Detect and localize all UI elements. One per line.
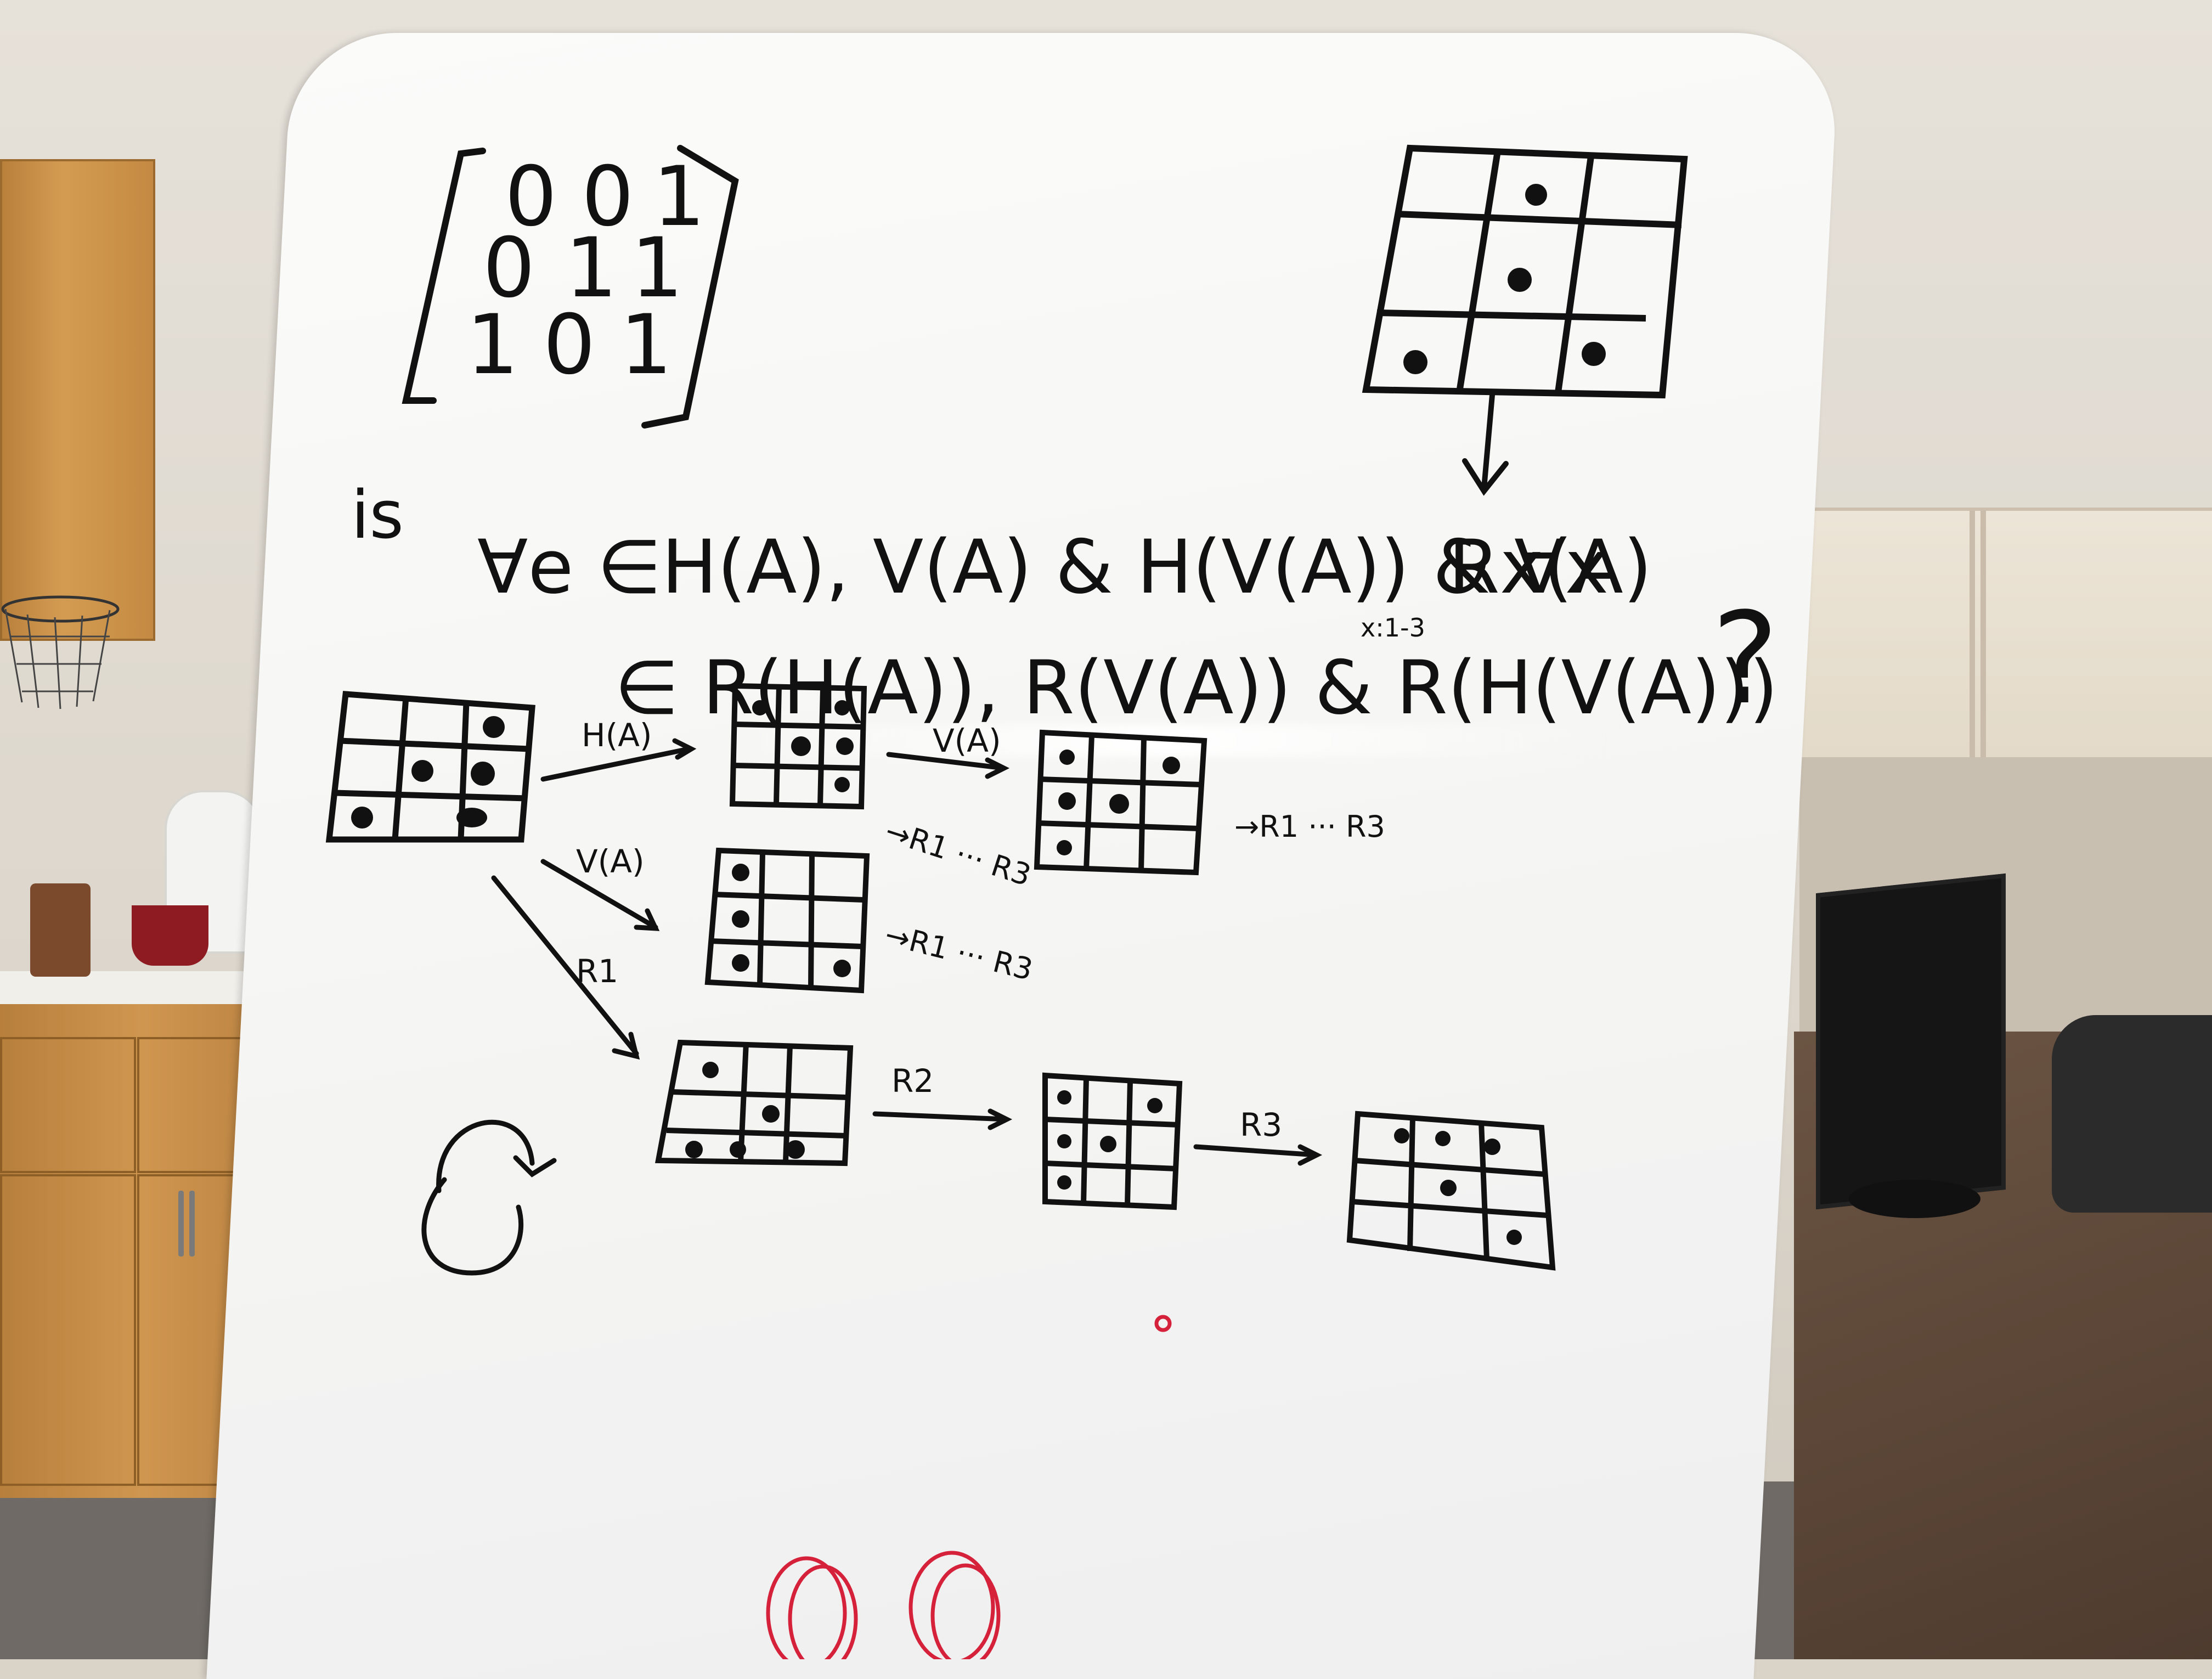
grid-v bbox=[704, 847, 870, 994]
grid-h bbox=[729, 683, 867, 810]
grid-r1 bbox=[655, 1039, 854, 1167]
quantifier-range: x:1-3 bbox=[1361, 613, 1425, 643]
label-h: H(A) bbox=[582, 717, 652, 754]
matrix-1-0: 0 bbox=[483, 221, 535, 316]
label-r3: R3 bbox=[1240, 1106, 1282, 1143]
grid-r2 bbox=[1042, 1072, 1183, 1210]
red-mug bbox=[132, 905, 208, 966]
matrix-0-0: 0 bbox=[505, 149, 557, 245]
question-line1: ∀e ∈H(A), V(A) & H(V(A)) & ∀x bbox=[477, 524, 1609, 610]
office-chair bbox=[2052, 1015, 2212, 1213]
coffee-bag bbox=[30, 883, 91, 977]
matrix-2-0: 1 bbox=[466, 297, 518, 393]
matrix-1-1: 1 bbox=[565, 221, 617, 316]
question-mark: ? bbox=[1712, 586, 1779, 733]
edge-labels: H(A) V(A) V(A) R1 R2 R3 bbox=[576, 717, 1282, 1143]
continuations: →R1 ··· R3 →R1 ··· R3 →R1 ··· R3 bbox=[881, 809, 1385, 987]
red-scribbles bbox=[766, 1315, 1172, 1659]
cont-from-v: →R1 ··· R3 bbox=[882, 917, 1036, 987]
label-r1: R1 bbox=[576, 953, 618, 990]
upper-cabinet bbox=[0, 159, 155, 641]
question-line1-rx: Rx(A) bbox=[1448, 524, 1652, 610]
matrix-1-2: 1 bbox=[631, 221, 683, 316]
question: is ∀e ∈H(A), V(A) & H(V(A)) & ∀x Rx(A) x… bbox=[351, 477, 1779, 733]
cubicle-overhead bbox=[1799, 508, 2212, 758]
monitor-stand bbox=[1849, 1180, 1980, 1218]
grid-r3 bbox=[1346, 1111, 1556, 1271]
matrix-2-1: 0 bbox=[543, 297, 595, 393]
question-prefix: is bbox=[351, 477, 404, 554]
matrix: 0 0 1 0 1 1 1 0 1 bbox=[466, 149, 705, 393]
cont-from-hv: →R1 ··· R3 bbox=[1234, 809, 1385, 844]
cont-from-h: →R1 ··· R3 bbox=[881, 813, 1035, 893]
label-v-left: V(A) bbox=[576, 843, 645, 880]
label-v-top: V(A) bbox=[933, 722, 1001, 759]
grid-top-right bbox=[1362, 144, 1688, 399]
grid-hv bbox=[1034, 729, 1207, 876]
matrix-2-2: 1 bbox=[620, 297, 672, 393]
matrix-0-2: 1 bbox=[653, 149, 705, 245]
grid-a bbox=[325, 691, 535, 843]
matrix-0-1: 0 bbox=[582, 149, 634, 245]
basketball-net-icon bbox=[1, 595, 120, 709]
label-r2: R2 bbox=[891, 1062, 934, 1100]
